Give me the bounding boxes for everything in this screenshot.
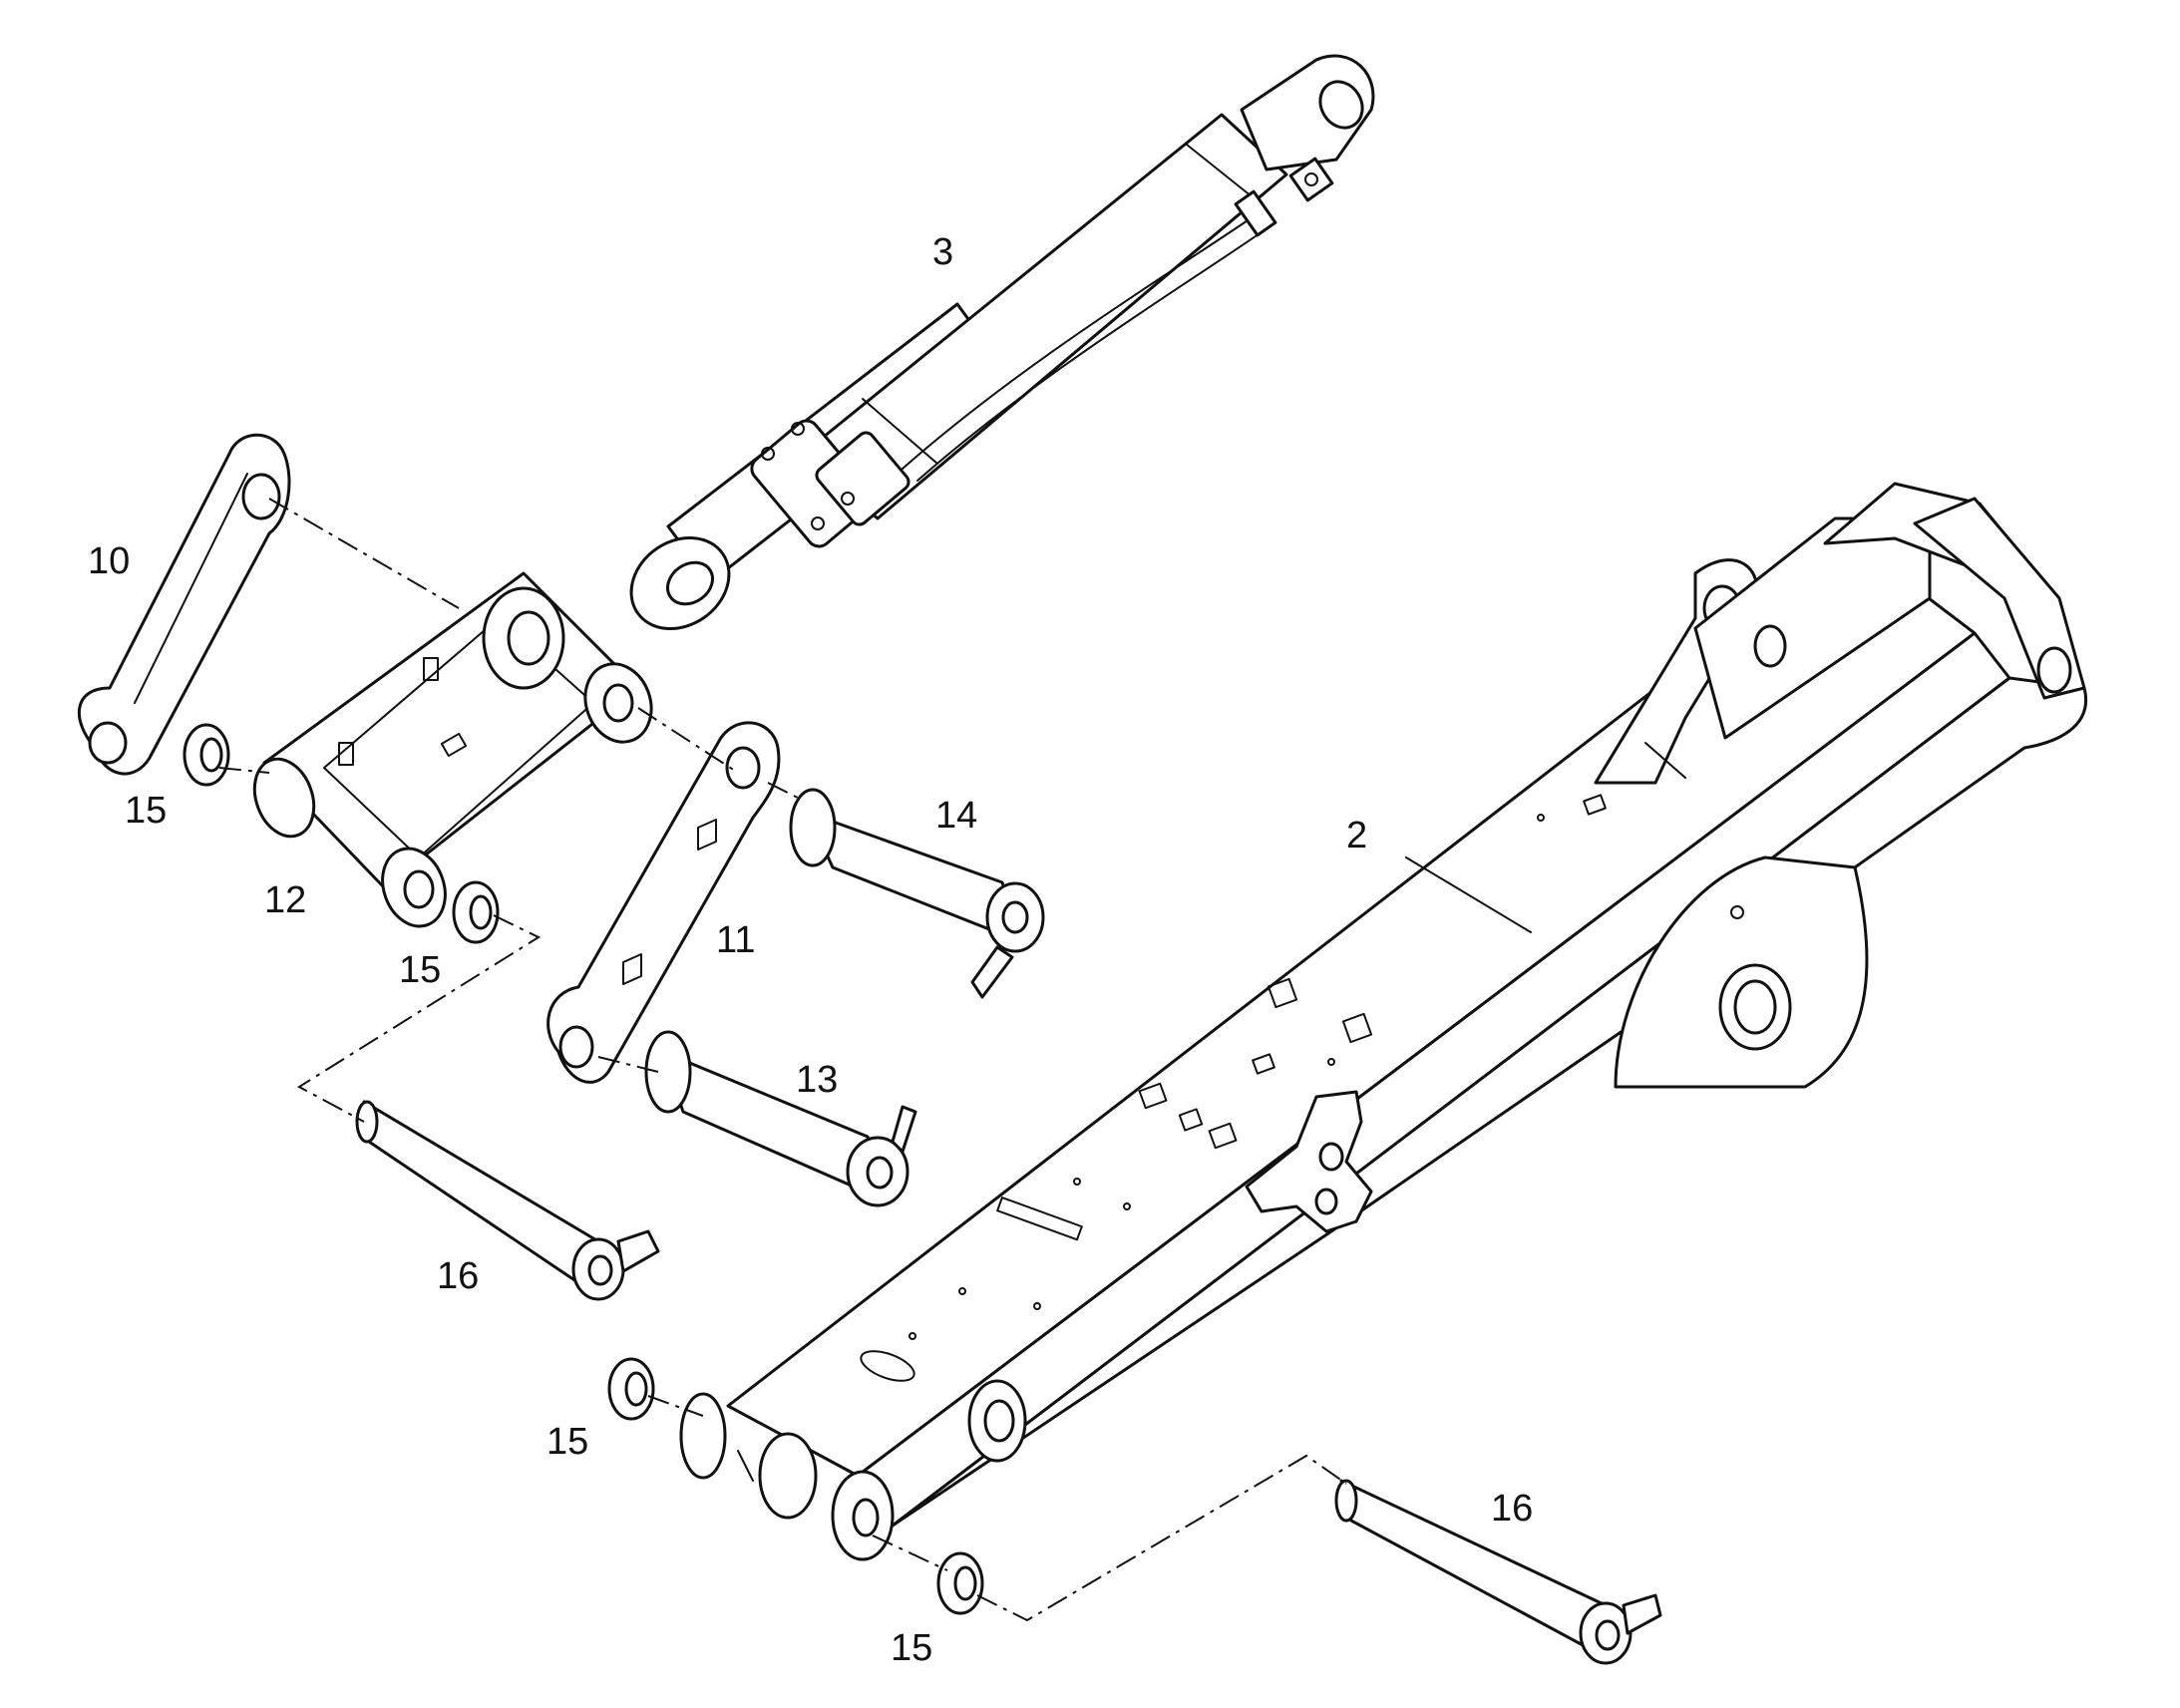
pin-part-16-lower [1334, 1479, 1662, 1665]
callout-16-a: 16 [437, 1255, 479, 1297]
callout-14: 14 [935, 795, 977, 837]
callouts: 3 10 15 12 15 14 11 13 16 2 15 16 15 [88, 231, 1533, 1669]
callout-15-a: 15 [125, 790, 167, 832]
snap-ring-15-c [607, 1357, 655, 1421]
pin-part-14 [789, 788, 1045, 999]
callout-16-b: 16 [1491, 1488, 1533, 1530]
callout-10: 10 [88, 540, 130, 582]
callout-12: 12 [264, 879, 306, 921]
link-part-11 [546, 721, 781, 1084]
callout-11: 11 [716, 919, 755, 961]
hydraulic-cylinder [629, 54, 1375, 631]
callout-15-c: 15 [546, 1421, 588, 1463]
leader-lines [218, 498, 1347, 1622]
snap-ring-15-b [452, 880, 500, 944]
snap-ring-15-a [182, 723, 230, 787]
callout-2: 2 [1346, 815, 1367, 856]
callout-3: 3 [932, 231, 953, 273]
pin-part-16-upper [355, 1100, 660, 1301]
callout-15-d: 15 [891, 1627, 932, 1669]
arm-part-2 [679, 482, 2088, 1561]
callout-13: 13 [796, 1059, 838, 1101]
pin-part-13 [644, 1030, 917, 1207]
callout-15-b: 15 [399, 949, 441, 991]
link-part-10 [78, 433, 291, 776]
snap-ring-15-d [936, 1551, 984, 1615]
link-part-12 [252, 571, 653, 928]
